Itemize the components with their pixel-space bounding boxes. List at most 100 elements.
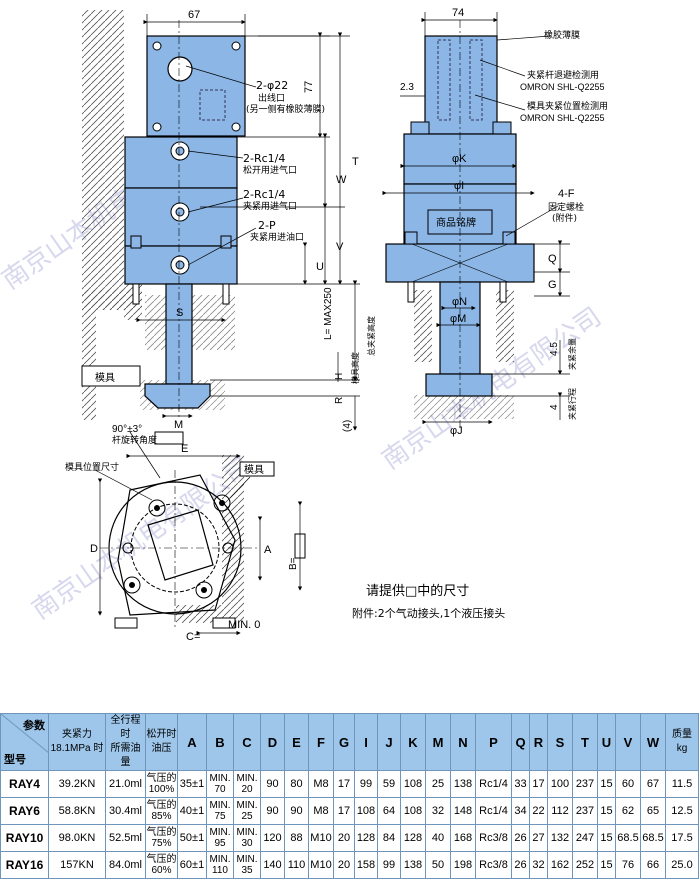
header-cell: R bbox=[529, 713, 548, 771]
header-cell: 松开时油压 bbox=[145, 713, 178, 771]
svg-text:夹紧用进油口: 夹紧用进油口 bbox=[250, 231, 304, 243]
table-cell: 32 bbox=[425, 797, 451, 825]
nameplate-label: 商品铭牌 bbox=[436, 216, 476, 229]
header-cell: U bbox=[597, 713, 616, 771]
table-cell: 90 bbox=[260, 797, 285, 825]
header-cell: M bbox=[425, 713, 451, 771]
svg-text:U: U bbox=[316, 261, 324, 273]
svg-text:2-P: 2-P bbox=[258, 219, 276, 232]
table-cell: 68.5 bbox=[640, 824, 666, 852]
table-cell: MIN.30 bbox=[233, 824, 261, 852]
table-cell: 108 bbox=[400, 797, 426, 825]
right-dimensions bbox=[382, 12, 570, 425]
svg-text:2-Rc1/4: 2-Rc1/4 bbox=[243, 188, 285, 201]
svg-text:S: S bbox=[176, 307, 183, 319]
svg-text:夹紧用进气口: 夹紧用进气口 bbox=[243, 200, 297, 212]
header-cell: I bbox=[354, 713, 378, 771]
table-cell: 66 bbox=[640, 851, 666, 879]
table-cell: 252 bbox=[572, 851, 598, 879]
header-cell: D bbox=[260, 713, 285, 771]
table-cell: MIN.25 bbox=[233, 797, 261, 825]
header-cell: K bbox=[400, 713, 426, 771]
header-cell: J bbox=[377, 713, 401, 771]
header-cell: 全行程时所需油量 bbox=[105, 713, 146, 771]
svg-text:2-φ22: 2-φ22 bbox=[256, 79, 288, 92]
header-cell: V bbox=[615, 713, 641, 771]
table-cell: 60±1 bbox=[177, 851, 207, 879]
svg-text:模具高度: 模具高度 bbox=[350, 352, 360, 384]
table-cell: 112 bbox=[547, 797, 573, 825]
svg-text:出线口: 出线口 bbox=[258, 92, 285, 104]
table-cell: M10 bbox=[308, 824, 334, 852]
table-cell: 22 bbox=[529, 797, 548, 825]
svg-text:Q: Q bbox=[548, 253, 557, 265]
header-cell: G bbox=[333, 713, 355, 771]
svg-text:M: M bbox=[174, 419, 183, 431]
table-cell: M8 bbox=[308, 797, 334, 825]
table-cell: 39.2KN bbox=[48, 770, 106, 798]
table-cell: 59 bbox=[377, 770, 401, 798]
header-cell: W bbox=[640, 713, 666, 771]
table-cell: 168 bbox=[450, 824, 476, 852]
table-cell: M8 bbox=[308, 770, 334, 798]
clamp-head-right bbox=[425, 373, 493, 397]
svg-text:(附件): (附件) bbox=[552, 212, 577, 224]
table-cell: 108 bbox=[400, 770, 426, 798]
svg-text:V: V bbox=[336, 241, 344, 253]
die-label-plan: 模具 bbox=[244, 464, 264, 476]
plan-dimensions bbox=[94, 431, 303, 636]
svg-text:松开用进气口: 松开用进气口 bbox=[243, 164, 297, 176]
table-cell: 25 bbox=[425, 770, 451, 798]
table-cell: 27 bbox=[529, 824, 548, 852]
svg-text:90°±3°: 90°±3° bbox=[112, 424, 142, 435]
table-cell: MIN.95 bbox=[206, 824, 234, 852]
table-cell: MIN.20 bbox=[233, 770, 261, 798]
table-cell: 12.5 bbox=[665, 797, 699, 825]
header-cell: B bbox=[206, 713, 234, 771]
table-cell: 120 bbox=[260, 824, 285, 852]
svg-text:OMRON SHL-Q2255: OMRON SHL-Q2255 bbox=[520, 113, 605, 123]
table-cell: 108 bbox=[354, 797, 378, 825]
svg-text:2-Rc1/4: 2-Rc1/4 bbox=[243, 152, 285, 165]
table-cell: 157KN bbox=[48, 851, 106, 879]
svg-text:φI: φI bbox=[454, 180, 464, 192]
table-cell: 15 bbox=[597, 824, 616, 852]
table-cell: 17 bbox=[333, 770, 355, 798]
svg-text:2.3: 2.3 bbox=[400, 82, 414, 93]
table-cell: 132 bbox=[547, 824, 573, 852]
table-cell: Rc1/4 bbox=[475, 797, 512, 825]
table-cell: 25.0 bbox=[665, 851, 699, 879]
table-cell: Rc1/4 bbox=[475, 770, 512, 798]
table-cell: 40±1 bbox=[177, 797, 207, 825]
table-cell: MIN.110 bbox=[206, 851, 234, 879]
table-cell: 52.5ml bbox=[105, 824, 146, 852]
table-cell: 17.5 bbox=[665, 824, 699, 852]
note-provide: 请提供□中的尺寸 bbox=[366, 583, 469, 599]
plan-dimension-labels: E D A B= C= MIN. 0 90°±3° bbox=[90, 424, 299, 643]
svg-text:OMRON SHL-Q2255: OMRON SHL-Q2255 bbox=[520, 82, 605, 92]
svg-text:C=: C= bbox=[186, 631, 200, 643]
header-cell: S bbox=[547, 713, 573, 771]
table-cell: 140 bbox=[260, 851, 285, 879]
svg-text:T: T bbox=[352, 156, 359, 168]
table-cell: 90 bbox=[260, 770, 285, 798]
table-cell: 62 bbox=[615, 797, 641, 825]
svg-text:(另一侧有橡胶薄膜): (另一侧有橡胶薄膜) bbox=[246, 103, 325, 115]
table-cell: 21.0ml bbox=[105, 770, 146, 798]
table-cell: 11.5 bbox=[665, 770, 699, 798]
svg-text:4.5: 4.5 bbox=[549, 342, 560, 356]
svg-text:(4): (4) bbox=[342, 420, 353, 432]
table-cell: Rc3/8 bbox=[475, 851, 512, 879]
table-cell: 60 bbox=[615, 770, 641, 798]
technical-drawing: 南京山本机电有限公司 南京山本机电有限公司 南京山本机电有限公司 模具 bbox=[0, 7, 608, 643]
table-cell: 198 bbox=[450, 851, 476, 879]
table-cell: 26 bbox=[511, 824, 530, 852]
svg-text:W: W bbox=[336, 174, 347, 186]
table-cell: 17 bbox=[529, 770, 548, 798]
